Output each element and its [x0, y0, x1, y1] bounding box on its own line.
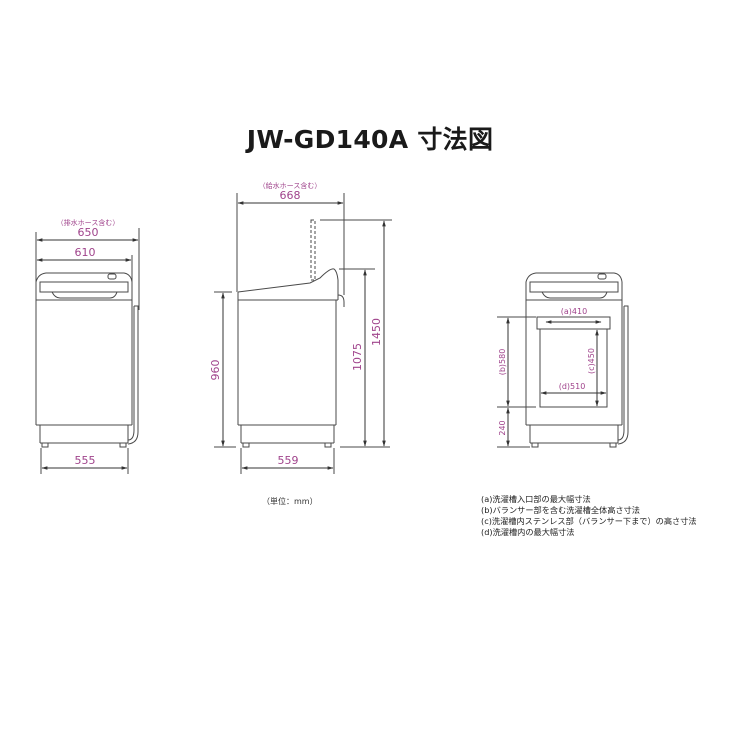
unit-label: （単位：mm） — [262, 497, 318, 506]
legend-item-c: (c)洗濯槽内ステンレス部（バランサー下まで）の高さ寸法 — [481, 516, 697, 526]
front-width-with-hose: 650 — [78, 226, 99, 239]
side-hose-note: （給水ホース含む） — [259, 181, 322, 190]
tub-dim-d: (d)510 — [559, 382, 586, 391]
side-depth-base: 559 — [278, 454, 299, 467]
diagram-title: JW-GD140A 寸法図 — [246, 125, 494, 154]
front-width-body: 610 — [75, 246, 96, 259]
legend-item-b: (b)バランサー部を含む洗濯槽全体高さ寸法 — [481, 505, 640, 515]
side-height-body: 960 — [209, 360, 222, 381]
tub-dim-c: (c)450 — [587, 348, 596, 374]
legend-item-d: (d)洗濯槽内の最大幅寸法 — [481, 527, 575, 537]
legend: (a)洗濯槽入口部の最大幅寸法 (b)バランサー部を含む洗濯槽全体高さ寸法 (c… — [481, 494, 697, 538]
tub-view — [497, 272, 629, 448]
tub-dim-a: (a)410 — [561, 307, 587, 316]
front-width-base: 555 — [75, 454, 96, 467]
tub-floor-height: 240 — [498, 420, 507, 435]
side-view — [214, 193, 392, 474]
front-hose-note: （排水ホース含む） — [57, 218, 120, 227]
side-height-lid: 1075 — [351, 343, 364, 371]
tub-dim-b: (b)580 — [498, 349, 507, 376]
side-height-lid-open: 1450 — [370, 318, 383, 346]
legend-item-a: (a)洗濯槽入口部の最大幅寸法 — [481, 494, 591, 504]
front-view — [35, 228, 140, 474]
side-depth-with-hose: 668 — [280, 189, 301, 202]
